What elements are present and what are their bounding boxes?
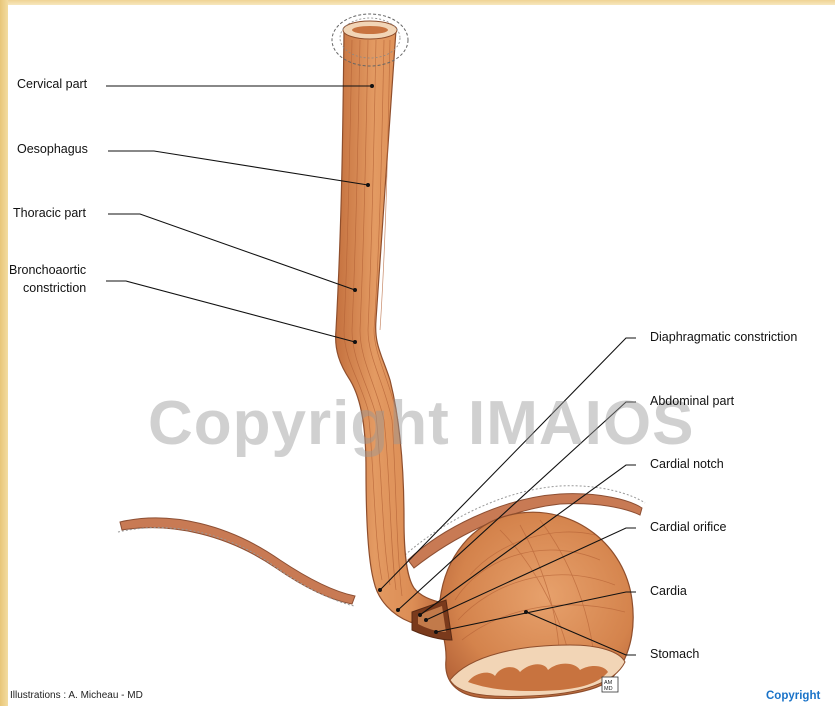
label-cardial-orifice: Cardial orifice: [650, 520, 726, 535]
diaphragm-left: [120, 518, 355, 604]
label-abdominal-part: Abdominal part: [650, 394, 734, 409]
label-diaphragmatic-constriction: Diaphragmatic constriction: [650, 330, 797, 345]
label-cervical-part: Cervical part: [17, 77, 87, 92]
watermark-text: Copyright IMAIOS: [148, 388, 694, 459]
label-stomach: Stomach: [650, 647, 699, 662]
label-bronchoaortic-line1: Bronchoaortic: [9, 263, 86, 278]
label-oesophagus: Oesophagus: [17, 142, 88, 157]
label-bronchoaortic-line2: constriction: [23, 281, 86, 296]
label-thoracic-part: Thoracic part: [13, 206, 86, 221]
label-cardial-notch: Cardial notch: [650, 457, 724, 472]
copyright-link[interactable]: Copyright: [766, 690, 820, 702]
svg-text:MD: MD: [604, 686, 613, 692]
label-cardia: Cardia: [650, 584, 687, 599]
illustration-credit: Illustrations : A. Micheau - MD: [10, 690, 143, 701]
